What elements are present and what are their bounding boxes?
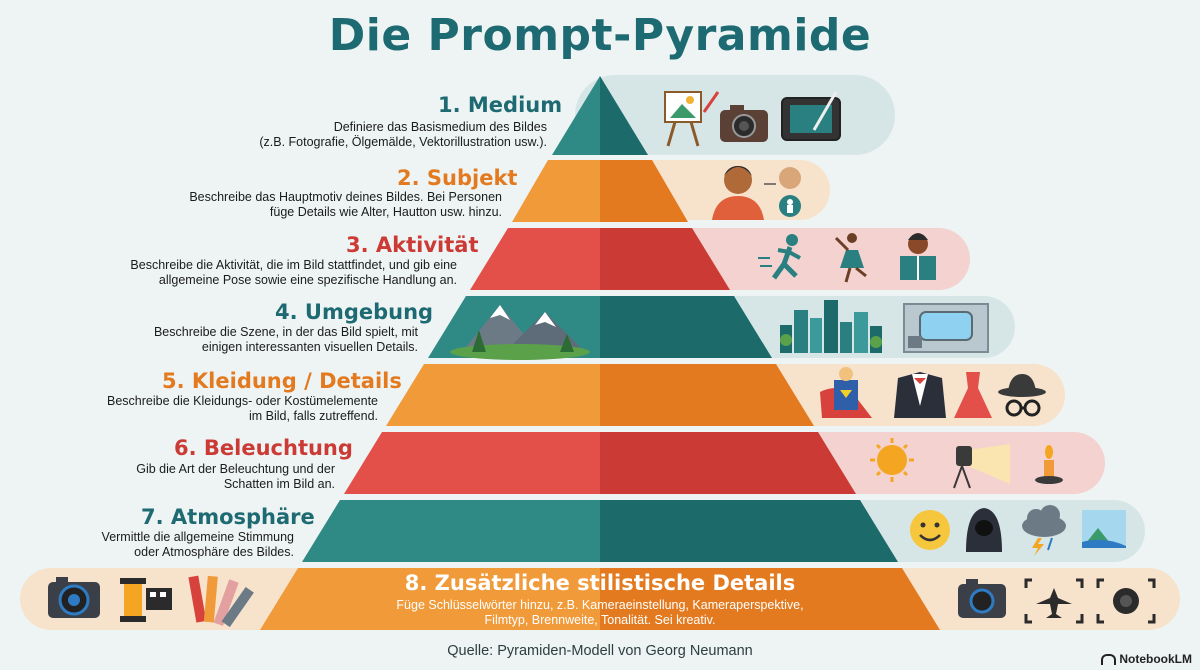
level-7-title: 7. Atmosphäre	[141, 505, 315, 529]
city-skyline-icon	[780, 300, 882, 353]
dancer-icon	[834, 233, 867, 283]
notebook-icon	[1101, 653, 1117, 665]
camera-lens-icon	[48, 577, 100, 618]
level-7-desc: Vermittle die allgemeine Stimmung oder A…	[101, 530, 294, 559]
level-5-title: 5. Kleidung / Details	[162, 369, 402, 393]
pyramid-level-8	[260, 568, 940, 630]
reading-person-icon	[900, 233, 936, 280]
pyramid-level-3	[470, 228, 730, 290]
drawing-tablet-icon	[781, 91, 841, 141]
camera-icon-2	[958, 579, 1006, 618]
level-3-title: 3. Aktivität	[346, 233, 479, 257]
film-roll-icon	[120, 578, 172, 622]
source-caption: Quelle: Pyramiden-Modell von Georg Neuma…	[447, 643, 753, 659]
storm-cloud-icon	[1022, 505, 1066, 556]
landscape-photo-icon	[1082, 510, 1126, 548]
train-interior-icon	[903, 303, 989, 353]
level-5-desc: Beschreibe die Kleidungs- oder Kostümele…	[107, 394, 378, 423]
brand-logo: NotebookLM	[1101, 652, 1192, 666]
level-1-title: 1. Medium	[438, 93, 563, 117]
pyramid-level-6	[344, 432, 856, 494]
level-3-desc: Beschreibe die Aktivität, die im Bild st…	[130, 258, 457, 287]
level-4-title: 4. Umgebung	[275, 300, 434, 324]
candle-icon	[1035, 445, 1063, 484]
level-6-title: 6. Beleuchtung	[174, 436, 353, 460]
brand-label: NotebookLM	[1119, 652, 1192, 666]
page-title: Die Prompt-Pyramide	[328, 10, 872, 61]
level-8-title: 8. Zusätzliche stilistische Details	[404, 571, 796, 595]
pyramid-level-7	[302, 500, 898, 562]
hat-glasses-icon	[998, 374, 1046, 417]
pyramid-level-1	[552, 76, 648, 155]
sun-icon	[870, 438, 914, 482]
easel-painting-icon	[664, 91, 720, 147]
level-8-desc: Füge Schlüsselwörter hinzu, z.B. Kamerae…	[396, 598, 804, 627]
running-person-icon	[758, 234, 801, 280]
smiley-icon	[910, 510, 950, 550]
spotlight-icon	[953, 444, 1010, 489]
airplane-focus-icon	[1024, 578, 1084, 624]
hooded-figure-icon	[966, 508, 1002, 552]
level-6-desc: Gib die Art der Beleuchtung und der Scha…	[136, 462, 335, 491]
level-2-title: 2. Subjekt	[397, 166, 518, 190]
camera-icon	[720, 105, 768, 142]
level-4-desc: Beschreibe die Szene, in der das Bild sp…	[153, 325, 418, 354]
person-details-icon	[764, 167, 801, 217]
color-swatches-icon	[188, 575, 254, 628]
pyramid-level-2	[512, 160, 688, 222]
pyramid-level-5	[386, 364, 814, 426]
person-portrait-icon	[712, 166, 764, 220]
level-2-desc: Beschreibe das Hauptmotiv deines Bildes.…	[189, 190, 502, 219]
lens-focus-icon	[1096, 578, 1156, 624]
mountains-icon	[450, 305, 590, 360]
dress-icon	[954, 372, 992, 418]
tuxedo-icon	[894, 372, 946, 418]
level-1-desc: Definiere das Basismedium des Bildes (z.…	[259, 120, 547, 149]
superhero-costume-icon	[820, 367, 872, 418]
